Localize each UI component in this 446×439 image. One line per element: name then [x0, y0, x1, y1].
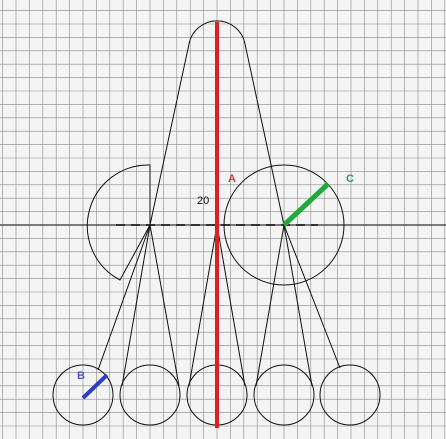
label-b: B: [77, 370, 85, 382]
fan-line: [149, 224, 180, 387]
left-side-shape: [86, 164, 151, 281]
fan-line: [121, 224, 151, 387]
top-outline: [149, 20, 285, 226]
segment-c: [282, 182, 330, 227]
bottom-circle: [52, 364, 114, 426]
fan-line: [255, 224, 285, 387]
right-circle: [223, 164, 345, 286]
bottom-circle: [253, 364, 315, 426]
label-c: C: [346, 173, 354, 185]
bottom-circle: [319, 364, 381, 426]
fan-line: [283, 224, 341, 369]
bottom-circle: [119, 364, 181, 426]
label-a: A: [228, 173, 236, 185]
fan-line: [188, 224, 218, 387]
fan-line: [97, 224, 151, 371]
segment-b: [81, 373, 109, 400]
fan-line: [216, 224, 246, 387]
dimension-label: 20: [197, 195, 209, 207]
fan-line: [283, 224, 313, 387]
